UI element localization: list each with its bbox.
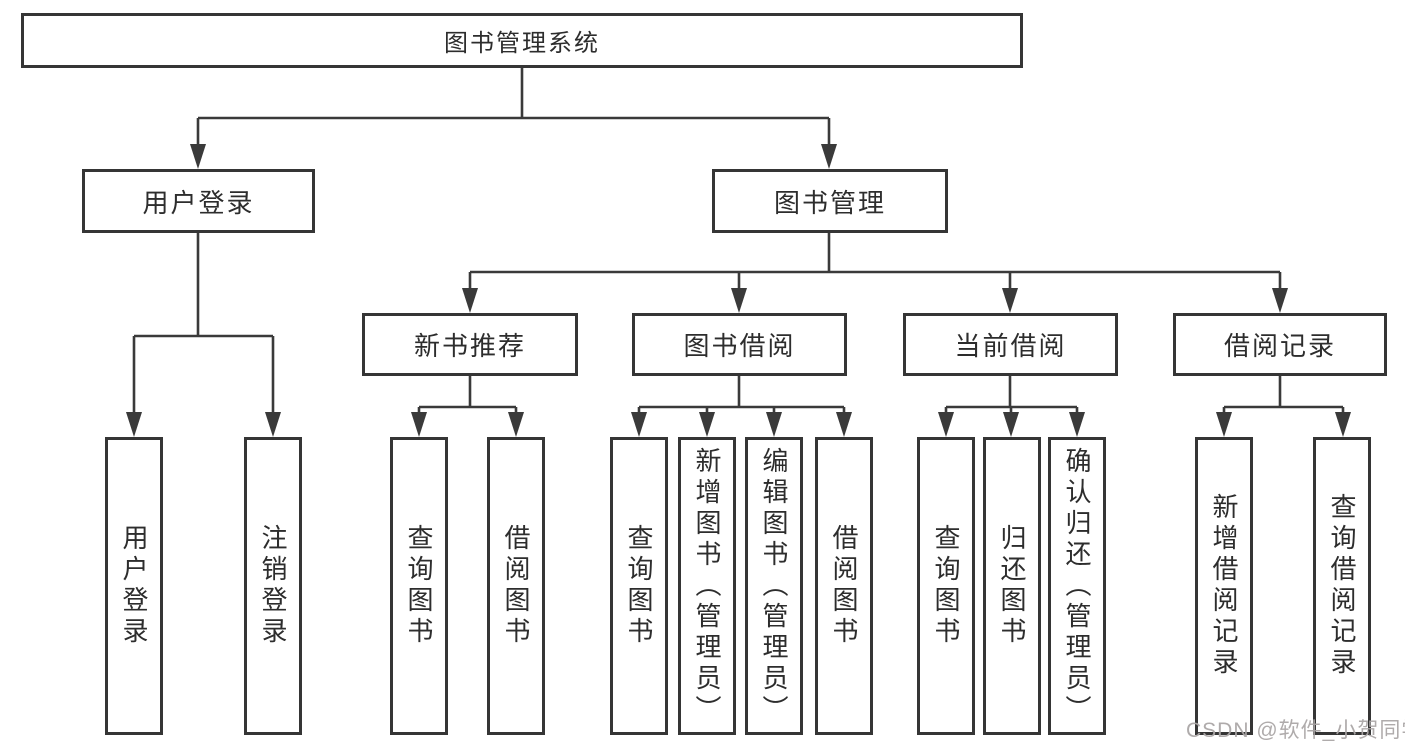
node-label: 图书借阅 [683, 331, 796, 361]
node-label: 借阅记录 [1223, 331, 1336, 361]
node-label: 确认归还（管理员） [1062, 446, 1092, 726]
leaf-return-books: 归还图书 [983, 437, 1041, 735]
node-label: 查询图书 [624, 524, 654, 648]
leaf-borrow-books-recommend: 借阅图书 [487, 437, 545, 735]
leaf-add-books-admin: 新增图书（管理员） [678, 437, 736, 735]
tree-branch-lines [134, 68, 1343, 409]
csdn-watermark: CSDN @软件_小贺同学 [1186, 719, 1405, 742]
node-book-borrowing: 图书借阅 [632, 313, 847, 376]
node-library-management-system: 图书管理系统 [21, 13, 1023, 68]
node-book-management: 图书管理 [712, 169, 948, 233]
node-label: 查询借阅记录 [1327, 493, 1357, 679]
node-current-borrowing: 当前借阅 [903, 313, 1118, 376]
node-borrowing-records: 借阅记录 [1173, 313, 1387, 376]
leaf-confirm-return-admin: 确认归还（管理员） [1048, 437, 1106, 735]
node-label: 当前借阅 [954, 331, 1067, 361]
leaf-edit-books-admin: 编辑图书（管理员） [745, 437, 803, 735]
leaf-query-books-borrow: 查询图书 [610, 437, 668, 735]
node-label: 查询图书 [931, 524, 961, 648]
node-new-book-recommendation: 新书推荐 [362, 313, 578, 376]
node-label: 编辑图书（管理员） [759, 446, 789, 726]
node-user-login: 用户登录 [82, 169, 315, 233]
node-label: 新增图书（管理员） [692, 446, 722, 726]
leaf-logout: 注销登录 [244, 437, 302, 735]
node-label: 借阅图书 [829, 524, 859, 648]
node-label: 注销登录 [258, 524, 288, 648]
node-label: 图书管理系统 [444, 30, 600, 57]
node-label: 新书推荐 [413, 331, 526, 361]
node-label: 用户登录 [119, 524, 149, 648]
node-label: 借阅图书 [501, 524, 531, 648]
leaf-query-borrow-record: 查询借阅记录 [1313, 437, 1371, 735]
node-label: 用户登录 [142, 187, 255, 218]
node-label: 归还图书 [997, 524, 1027, 648]
leaf-user-login: 用户登录 [105, 437, 163, 735]
node-label: 新增借阅记录 [1209, 493, 1239, 679]
leaf-query-books-current: 查询图书 [917, 437, 975, 735]
node-label: 图书管理 [773, 187, 886, 218]
leaf-borrow-books: 借阅图书 [815, 437, 873, 735]
leaf-add-borrow-record: 新增借阅记录 [1195, 437, 1253, 735]
node-label: 查询图书 [404, 524, 434, 648]
leaf-query-books-recommend: 查询图书 [390, 437, 448, 735]
